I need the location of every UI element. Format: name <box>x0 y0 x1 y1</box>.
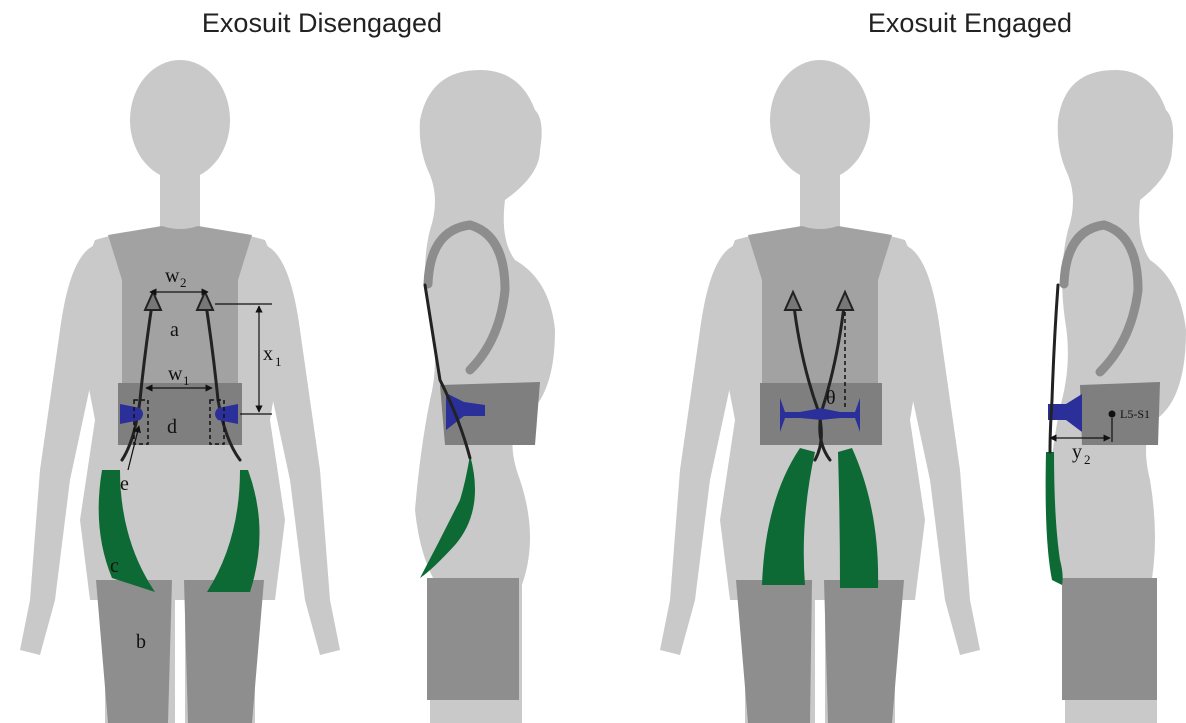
label-x1-sub: 1 <box>275 354 282 369</box>
vest-2 <box>748 226 892 385</box>
figure-side-disengaged <box>415 70 555 723</box>
label-y2: y <box>1072 441 1082 463</box>
label-x1: x <box>263 343 273 365</box>
title-disengaged: Exosuit Disengaged <box>202 8 442 38</box>
label-w2: w <box>165 265 180 287</box>
label-theta: θ <box>826 387 836 409</box>
neck-2 <box>800 165 840 235</box>
side-thigh-cuff-2 <box>1062 578 1157 700</box>
title-engaged: Exosuit Engaged <box>868 8 1072 38</box>
label-e: e <box>120 473 129 495</box>
thigh-cuff-right-b <box>184 580 264 723</box>
figure-back-disengaged: w 2 w 1 x 1 a d e c b <box>20 60 340 723</box>
label-y2-sub: 2 <box>1084 452 1091 467</box>
left-arm <box>20 245 100 655</box>
neck <box>160 165 200 235</box>
thigh-cuff-left <box>96 580 172 723</box>
side-body <box>415 70 555 590</box>
label-c: c <box>110 555 119 577</box>
head <box>130 60 230 180</box>
label-l5-s1: L5-S1 <box>1120 407 1150 421</box>
side-thigh-cuff <box>427 578 519 700</box>
figure-back-engaged: θ <box>660 60 980 723</box>
figure-side-engaged: L5-S1 y 2 <box>1046 70 1186 723</box>
thigh-cuff-right-2 <box>824 580 904 723</box>
label-d: d <box>167 416 177 438</box>
vest-a <box>108 226 252 385</box>
label-a: a <box>170 319 179 341</box>
head-2 <box>770 60 870 180</box>
label-w2-sub: 2 <box>180 275 187 290</box>
side-body-2 <box>1048 70 1186 590</box>
label-w1-sub: 1 <box>183 373 190 388</box>
thigh-cuff-left-2 <box>736 580 812 723</box>
label-b: b <box>136 631 146 653</box>
label-w1: w <box>168 363 183 385</box>
l5-s1-marker-icon <box>1109 411 1116 418</box>
left-arm-2 <box>660 245 740 655</box>
